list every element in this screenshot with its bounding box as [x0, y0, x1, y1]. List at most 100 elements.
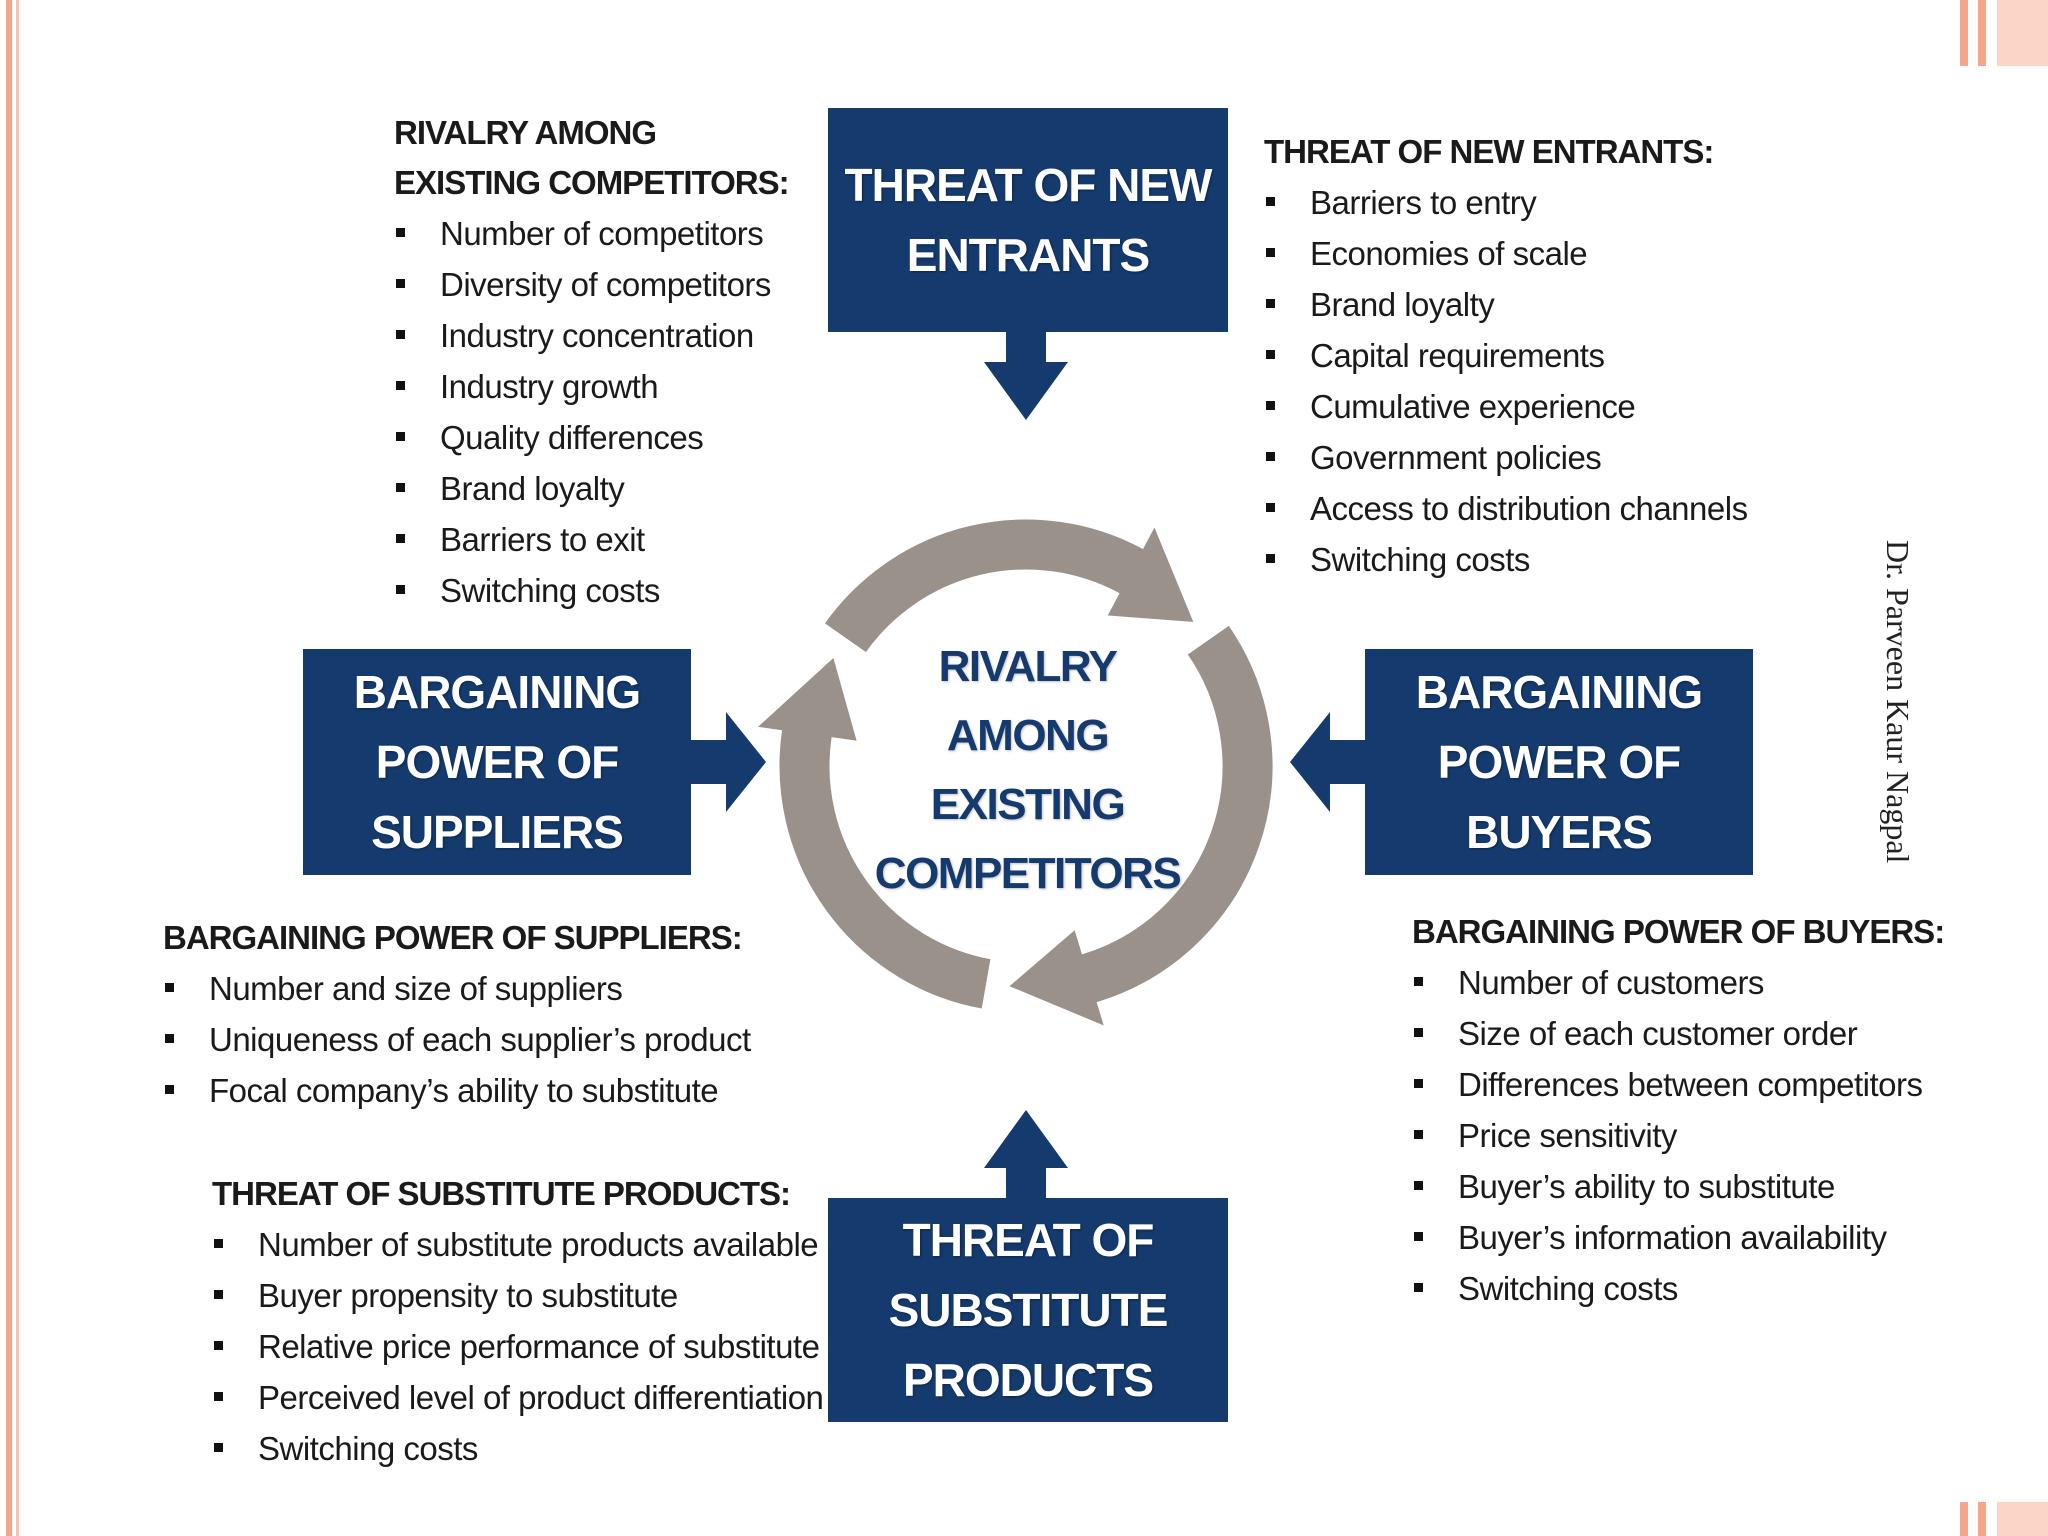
list-item: Number of substitute products available	[212, 1219, 823, 1270]
list-item: Switching costs	[212, 1423, 823, 1474]
list-buyers: BARGAINING POWER OF BUYERS: Number of cu…	[1412, 907, 1945, 1314]
cycle-arrow-left	[751, 652, 994, 1012]
list-item-text: Government policies	[1310, 439, 1602, 476]
list-item-text: Switching costs	[258, 1430, 478, 1467]
list-item-text: Cumulative experience	[1310, 388, 1636, 425]
list-item: Brand loyalty	[1264, 279, 1748, 330]
list-item-text: Relative price performance of substitute	[258, 1328, 820, 1365]
list-item: Uniqueness of each supplier’s product	[163, 1014, 751, 1065]
right-top-bar-1	[1960, 0, 1968, 66]
square-bullet-icon	[1266, 452, 1275, 461]
list-item: Industry growth	[394, 361, 789, 412]
list-item-text: Capital requirements	[1310, 337, 1605, 374]
square-bullet-icon	[396, 228, 405, 237]
box-bargaining-power-of-buyers: BARGAINING POWER OF BUYERS	[1365, 649, 1753, 875]
square-bullet-icon	[165, 1034, 174, 1043]
list-item: Price sensitivity	[1412, 1110, 1944, 1161]
list-item-text: Uniqueness of each supplier’s product	[209, 1021, 751, 1058]
list-item: Cumulative experience	[1264, 381, 1748, 432]
list-item-text: Access to distribution channels	[1310, 490, 1748, 527]
list-item: Capital requirements	[1264, 330, 1748, 381]
list-suppliers-title: BARGAINING POWER OF SUPPLIERS:	[163, 919, 743, 956]
list-rivalry: RIVALRY AMONG EXISTING COMPETITORS: Numb…	[394, 108, 790, 616]
square-bullet-icon	[1266, 503, 1275, 512]
list-item-text: Perceived level of product differentiati…	[258, 1379, 824, 1416]
list-item: Switching costs	[1264, 534, 1748, 585]
square-bullet-icon	[396, 330, 405, 339]
square-bullet-icon	[1266, 197, 1275, 206]
box-threat-of-new-entrants: THREAT OF NEW ENTRANTS	[828, 108, 1228, 332]
list-item: Barriers to exit	[394, 514, 789, 565]
list-item-text: Number and size of suppliers	[209, 970, 623, 1007]
cycle-arrow-top-right	[820, 516, 1198, 657]
list-item-text: Focal company’s ability to substitute	[209, 1072, 719, 1109]
list-item: Brand loyalty	[394, 463, 789, 514]
list-item-text: Industry concentration	[440, 317, 754, 354]
list-item-text: Number of competitors	[440, 215, 764, 252]
author-name: Dr. Parveen Kaur Nagpal	[1880, 540, 1916, 864]
list-item-text: Number of substitute products available	[258, 1226, 819, 1263]
list-substitutes: THREAT OF SUBSTITUTE PRODUCTS: Number of…	[212, 1169, 824, 1474]
square-bullet-icon	[1266, 248, 1275, 257]
list-item-text: Brand loyalty	[1310, 286, 1495, 323]
square-bullet-icon	[1414, 977, 1423, 986]
square-bullet-icon	[1266, 401, 1275, 410]
list-item-text: Economies of scale	[1310, 235, 1588, 272]
square-bullet-icon	[165, 983, 174, 992]
list-item-text: Brand loyalty	[440, 470, 625, 507]
center-label-rivalry: RIVALRY AMONG EXISTING COMPETITORS	[874, 642, 1182, 898]
box-substitutes-label: THREAT OF SUBSTITUTE PRODUCTS	[888, 1214, 1169, 1406]
square-bullet-icon	[214, 1290, 223, 1299]
box-threat-of-substitute-products: THREAT OF SUBSTITUTE PRODUCTS	[828, 1198, 1228, 1422]
list-item: Number of competitors	[394, 208, 789, 259]
list-item-text: Barriers to entry	[1310, 184, 1537, 221]
list-item-text: Diversity of competitors	[440, 266, 771, 303]
list-item: Differences between competitors	[1412, 1059, 1944, 1110]
list-item: Switching costs	[394, 565, 789, 616]
list-item: Size of each customer order	[1412, 1008, 1944, 1059]
square-bullet-icon	[396, 381, 405, 390]
list-item: Quality differences	[394, 412, 789, 463]
square-bullet-icon	[396, 585, 405, 594]
list-item: Buyer propensity to substitute	[212, 1270, 823, 1321]
list-item: Buyer’s ability to substitute	[1412, 1161, 1944, 1212]
list-item: Industry concentration	[394, 310, 789, 361]
list-item: Relative price performance of substitute	[212, 1321, 823, 1372]
list-buyers-title: BARGAINING POWER OF BUYERS:	[1412, 913, 1945, 950]
list-item-text: Size of each customer order	[1458, 1015, 1858, 1052]
cycle-arrows	[751, 516, 1276, 1031]
square-bullet-icon	[1414, 1283, 1423, 1292]
square-bullet-icon	[1266, 350, 1275, 359]
box-bargaining-power-of-suppliers: BARGAINING POWER OF SUPPLIERS	[303, 649, 691, 875]
list-item-text: Industry growth	[440, 368, 659, 405]
arrow-right-from-suppliers	[690, 712, 766, 812]
right-bottom-bar-2	[1978, 1502, 1986, 1536]
square-bullet-icon	[1414, 1079, 1423, 1088]
list-item-text: Barriers to exit	[440, 521, 645, 558]
list-item-text: Buyer’s ability to substitute	[1458, 1168, 1835, 1205]
list-item: Access to distribution channels	[1264, 483, 1748, 534]
list-suppliers: BARGAINING POWER OF SUPPLIERS: Number an…	[163, 913, 751, 1116]
list-item-text: Switching costs	[440, 572, 660, 609]
square-bullet-icon	[214, 1239, 223, 1248]
arrow-left-from-buyers	[1290, 712, 1366, 812]
list-rivalry-title: RIVALRY AMONG EXISTING COMPETITORS:	[394, 114, 790, 201]
box-threat-of-new-entrants-label: THREAT OF NEW ENTRANTS	[844, 159, 1213, 281]
list-item-text: Price sensitivity	[1458, 1117, 1677, 1154]
square-bullet-icon	[396, 483, 405, 492]
arrow-down-from-new-entrants	[984, 332, 1068, 420]
list-item-text: Switching costs	[1458, 1270, 1678, 1307]
list-item-text: Quality differences	[440, 419, 704, 456]
list-item: Economies of scale	[1264, 228, 1748, 279]
box-buyers-label: BARGAINING POWER OF BUYERS	[1415, 666, 1703, 858]
list-item: Focal company’s ability to substitute	[163, 1065, 751, 1116]
right-panel-inner	[1997, 66, 2048, 1502]
list-item: Diversity of competitors	[394, 259, 789, 310]
list-item-text: Number of customers	[1458, 964, 1764, 1001]
box-suppliers-label: BARGAINING POWER OF SUPPLIERS	[353, 666, 641, 858]
cycle-arrow-bottom-right	[1003, 621, 1276, 1031]
